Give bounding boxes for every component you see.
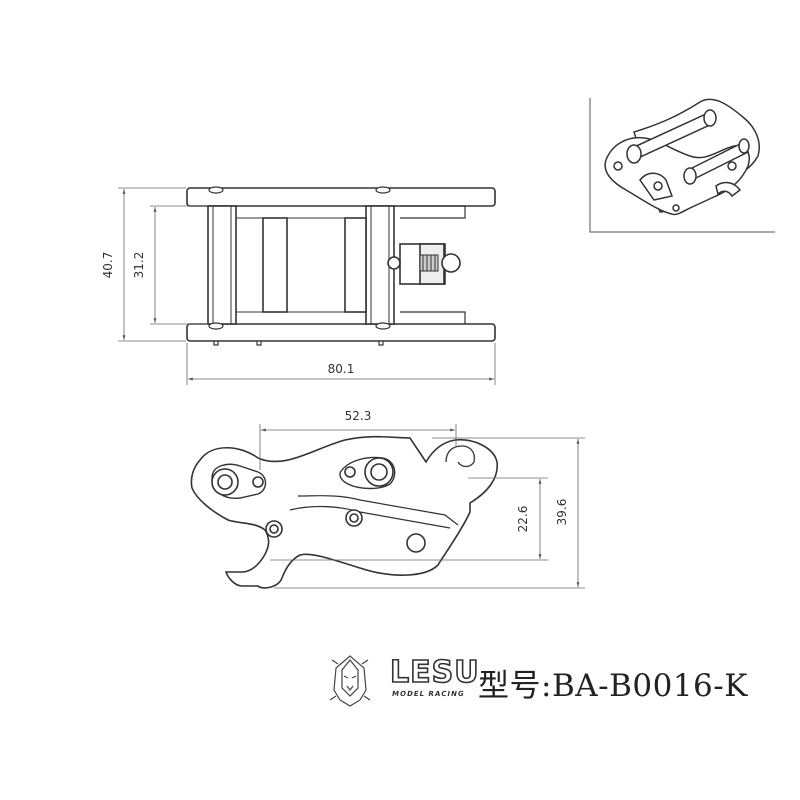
- dim-top-width: 80.1: [328, 362, 355, 376]
- dim-top-height-inner: 31.2: [132, 252, 146, 279]
- side-view: [190, 435, 498, 589]
- dim-side-width: 52.3: [345, 409, 372, 423]
- brand-logo-subtext: MODEL RACING: [391, 690, 466, 698]
- brand-logo-text: LESU: [389, 654, 480, 691]
- top-view: [186, 186, 496, 346]
- dim-side-height-inner: 22.6: [516, 506, 530, 533]
- top-view-dimensions: [118, 187, 496, 385]
- dim-side-height-outer: 39.6: [555, 499, 569, 526]
- isometric-inset: [589, 98, 775, 233]
- side-view-dimensions: [259, 424, 585, 589]
- lion-logo: [329, 655, 371, 707]
- model-number-label: 型号:BA-B0016-K: [478, 668, 748, 704]
- dim-top-height-outer: 40.7: [101, 252, 115, 279]
